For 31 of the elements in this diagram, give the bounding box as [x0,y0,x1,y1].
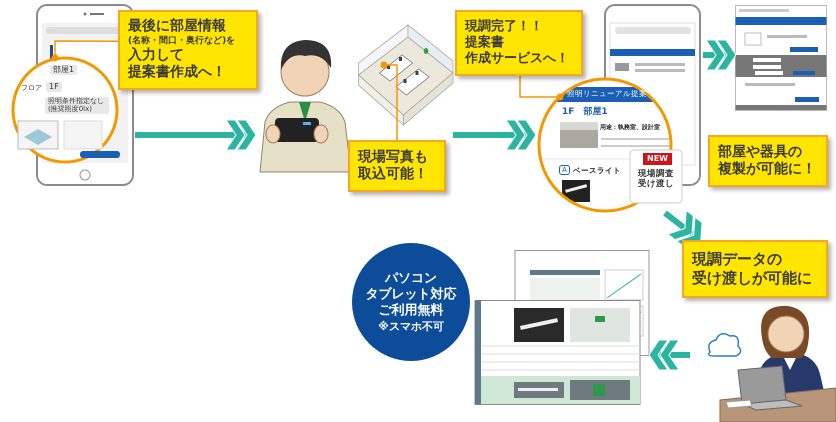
screen-drawing [735,5,827,111]
callout-text: 取込可能！ [358,166,429,184]
leader-line [380,62,398,140]
callout-box [682,240,828,298]
callout-text: 入力して [128,46,185,64]
callout-text: 現場写真も [358,148,429,166]
callout-text: (名称・間口・奥行など)を [128,36,236,47]
callout-text: 作成サービスへ！ [465,51,570,68]
callout-text: 部屋や器具の [718,144,803,161]
new-badge: NEW [643,153,672,165]
callout-text: 現調データの [692,250,783,269]
leader-line [52,40,118,62]
callout-text: 提案書作成へ！ [128,64,227,82]
badge-text: タブレット対応 [366,287,456,303]
callout-box [348,140,446,192]
callout-text: 複製が可能に！ [718,161,817,178]
callout-box [455,10,583,76]
badge-text: ※スマホ不可 [378,320,444,334]
callout-text: 提案書 [465,34,505,51]
badge-text: パソコン [385,270,437,286]
dropdown-value: 1F [46,82,62,92]
leader-line [519,76,564,100]
field-value: 部屋1 [50,65,78,75]
callout-text: 最後に部屋情報 [128,18,227,36]
callout-box [708,135,828,187]
callout-box [118,10,258,90]
callout-text: 現調完了！！ [465,18,544,34]
room-heading: 1F 部屋1 [562,107,608,118]
badge-text: ご利用無料 [378,303,444,320]
card-text: 現場調査受け渡し [636,169,675,190]
callout-text: 受け渡しが可能に [692,269,813,288]
